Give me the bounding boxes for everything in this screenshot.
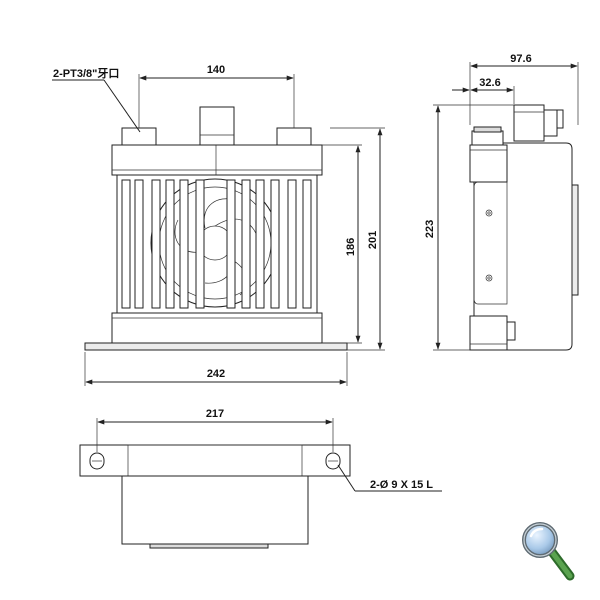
port-center — [199, 106, 235, 146]
dim-total-height: 223 — [424, 220, 436, 238]
mount-slot-left — [89, 452, 105, 470]
base-plate — [84, 342, 348, 351]
bottom-view: 217 2-Ø 9 X 15 L — [79, 408, 442, 549]
mount-slot-right — [325, 452, 341, 470]
dim-body-height: 201 — [367, 231, 379, 249]
dim-core-height: 186 — [345, 238, 357, 256]
port-right — [276, 127, 312, 146]
mount-plate — [79, 444, 351, 477]
front-view: 140 2-PT3/8"牙口 186 201 242 — [52, 64, 385, 386]
side-view: 97.6 32.6 223 — [424, 53, 579, 351]
dim-port-offset: 32.6 — [479, 77, 500, 89]
fins — [121, 179, 312, 309]
bottom-body — [121, 475, 309, 545]
top-header — [111, 144, 323, 176]
port-thread-note: 2-PT3/8"牙口 — [53, 67, 119, 80]
bottom-header — [111, 312, 323, 344]
radiator-core — [116, 174, 318, 314]
dim-overall-depth: 97.6 — [510, 53, 531, 65]
hole-note: 2-Ø 9 X 15 L — [370, 479, 433, 491]
side-body — [473, 142, 573, 351]
magnifier-icon[interactable] — [522, 522, 575, 581]
side-top-header — [469, 144, 508, 183]
dim-base-width: 242 — [207, 368, 225, 380]
side-bottom-header — [469, 315, 508, 351]
dim-port-spacing: 140 — [207, 64, 225, 76]
dim-hole-spacing: 217 — [206, 408, 224, 420]
side-fitting — [513, 104, 545, 142]
